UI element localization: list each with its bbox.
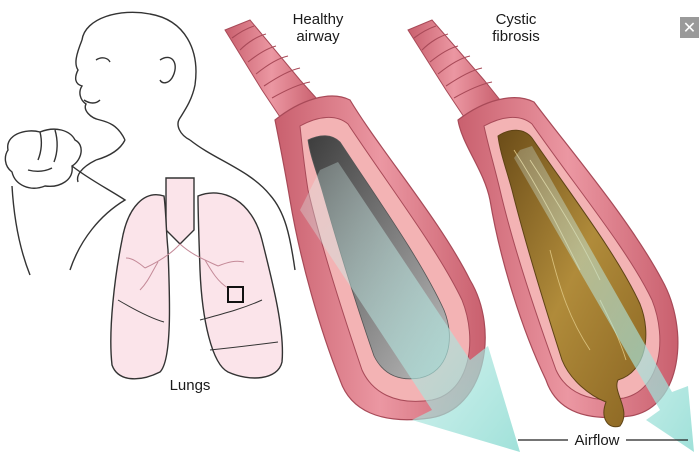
healthy-airway-label-line1: Healthy — [282, 11, 354, 28]
close-icon: ✕ — [683, 18, 696, 37]
face-outline — [76, 40, 125, 140]
head-outline — [82, 12, 196, 140]
arm — [12, 166, 125, 275]
trachea — [166, 178, 194, 244]
cystic-fibrosis-label-line1: Cystic — [480, 11, 552, 28]
healthy-airway-label-line2: airway — [282, 28, 354, 45]
cystic-fibrosis-label: Cystic fibrosis — [480, 11, 552, 45]
neck-front — [96, 140, 125, 160]
lungs — [111, 178, 283, 379]
eye — [96, 58, 110, 62]
cystic-fibrosis-label-line2: fibrosis — [480, 28, 552, 45]
mouth — [84, 100, 100, 103]
airflow-label: Airflow — [566, 432, 628, 449]
torso-left — [78, 160, 96, 182]
left-lung — [111, 195, 170, 379]
fist-fingers — [28, 130, 57, 171]
healthy-airway-label: Healthy airway — [282, 11, 354, 45]
fist — [5, 129, 81, 188]
lungs-label: Lungs — [158, 377, 222, 394]
ear-outline — [160, 57, 175, 82]
close-button[interactable]: ✕ — [680, 17, 699, 38]
